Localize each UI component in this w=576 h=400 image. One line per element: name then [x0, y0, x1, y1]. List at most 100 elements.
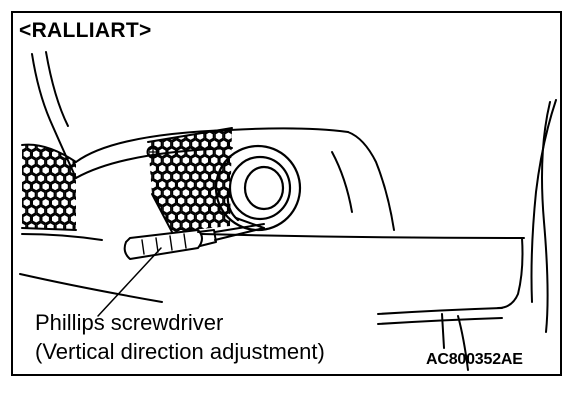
- grille-cell: [152, 128, 163, 134]
- grille-cell: [190, 219, 201, 231]
- grille-cell: [36, 144, 46, 152]
- grille-cell: [74, 189, 76, 200]
- grille-cell: [31, 148, 42, 160]
- grille-cell: [190, 171, 201, 182]
- grille-cell: [171, 219, 182, 231]
- callout-tool-name: Phillips screwdriver: [35, 310, 224, 335]
- grille-cell: [181, 128, 191, 134]
- grille-cell: [204, 130, 215, 142]
- grille-cell: [69, 181, 76, 192]
- fog-lamp-adjustment-illustration: [19, 51, 557, 371]
- grille-cell: [55, 221, 65, 230]
- grille-cell: [64, 144, 75, 152]
- grille-cell: [204, 179, 215, 191]
- callout-leader-line: [97, 247, 162, 317]
- grille-cell: [64, 189, 75, 200]
- grille-cell: [26, 173, 37, 184]
- grille-cell: [162, 203, 172, 215]
- grille-cell: [195, 195, 205, 207]
- grille-cell: [26, 156, 37, 168]
- grille-cell: [176, 195, 186, 207]
- grille-cell: [22, 148, 32, 160]
- grille-cell: [209, 128, 220, 134]
- grille-cell: [31, 181, 42, 192]
- grille-cell: [50, 181, 60, 192]
- grille-cell: [200, 171, 210, 182]
- callout-adjustment-note: (Vertical direction adjustment): [35, 339, 325, 364]
- grille-cell: [22, 205, 27, 217]
- grille-cell: [166, 211, 177, 223]
- grille-cell: [171, 155, 182, 166]
- grille-cell: [59, 181, 70, 192]
- grille-cell: [22, 221, 27, 230]
- grille-cell: [181, 203, 191, 215]
- grille-cell: [190, 187, 201, 199]
- grille-cell: [200, 219, 210, 231]
- grille-cell: [26, 189, 37, 200]
- grille-cell: [162, 171, 172, 182]
- grille-cell: [214, 179, 224, 191]
- grille-cell: [195, 179, 205, 191]
- grille-cell: [40, 213, 51, 225]
- grille-cell: [69, 213, 76, 225]
- grille-cell: [219, 138, 229, 150]
- grille-cell: [55, 173, 65, 184]
- grille-cell: [55, 205, 65, 217]
- grille-cell: [209, 138, 220, 150]
- grille-cell: [26, 144, 37, 152]
- grille-cell: [148, 187, 153, 199]
- grille-cell: [171, 187, 182, 199]
- grille-cell: [152, 219, 163, 231]
- grille-cell: [209, 219, 220, 231]
- grille-cell: [31, 213, 42, 225]
- grille-cell: [59, 213, 70, 225]
- figure-code: AC800352AE: [426, 351, 523, 368]
- grille-cell: [22, 181, 32, 192]
- grille-cell: [64, 205, 75, 217]
- fog-lamp-grille-mesh: [147, 127, 233, 233]
- grille-cell: [228, 219, 232, 231]
- grille-cell: [26, 221, 37, 230]
- grille-cell: [190, 155, 201, 166]
- grille-cell: [69, 148, 76, 160]
- grille-cell: [45, 189, 56, 200]
- grille-cell: [176, 179, 186, 191]
- grille-cell: [209, 187, 220, 199]
- grille-cell: [45, 156, 56, 168]
- grille-cell: [74, 221, 76, 230]
- grille-cell: [166, 195, 177, 207]
- grille-cell: [31, 197, 42, 209]
- grille-cell: [185, 179, 196, 191]
- grille-cell: [45, 173, 56, 184]
- grille-cell: [69, 197, 76, 209]
- left-grille-mesh: [21, 143, 77, 231]
- variant-heading: <RALLIART>: [19, 19, 152, 42]
- grille-cell: [200, 187, 210, 199]
- grille-cell: [171, 138, 182, 150]
- grille-cell: [36, 189, 46, 200]
- grille-cell: [214, 146, 224, 158]
- grille-cell: [22, 164, 32, 176]
- grille-cell: [31, 164, 42, 176]
- grille-cell: [185, 195, 196, 207]
- grille-cell: [148, 128, 153, 134]
- grille-cell: [59, 197, 70, 209]
- grille-cell: [55, 189, 65, 200]
- grille-cell: [152, 171, 163, 182]
- grille-cell: [219, 128, 229, 134]
- grille-cell: [223, 179, 232, 191]
- grille-cell: [181, 155, 191, 166]
- grille-cell: [204, 211, 215, 223]
- grille-cell: [171, 128, 182, 134]
- grille-cell: [74, 205, 76, 217]
- grille-cell: [214, 130, 224, 142]
- grille-cell: [40, 164, 51, 176]
- grille-cell: [148, 163, 158, 174]
- grille-cell: [162, 155, 172, 166]
- grille-cell: [166, 179, 177, 191]
- grille-cell: [181, 219, 191, 231]
- phillips-screwdriver: [123, 223, 265, 260]
- grille-cell: [36, 205, 46, 217]
- grille-cell: [166, 146, 177, 158]
